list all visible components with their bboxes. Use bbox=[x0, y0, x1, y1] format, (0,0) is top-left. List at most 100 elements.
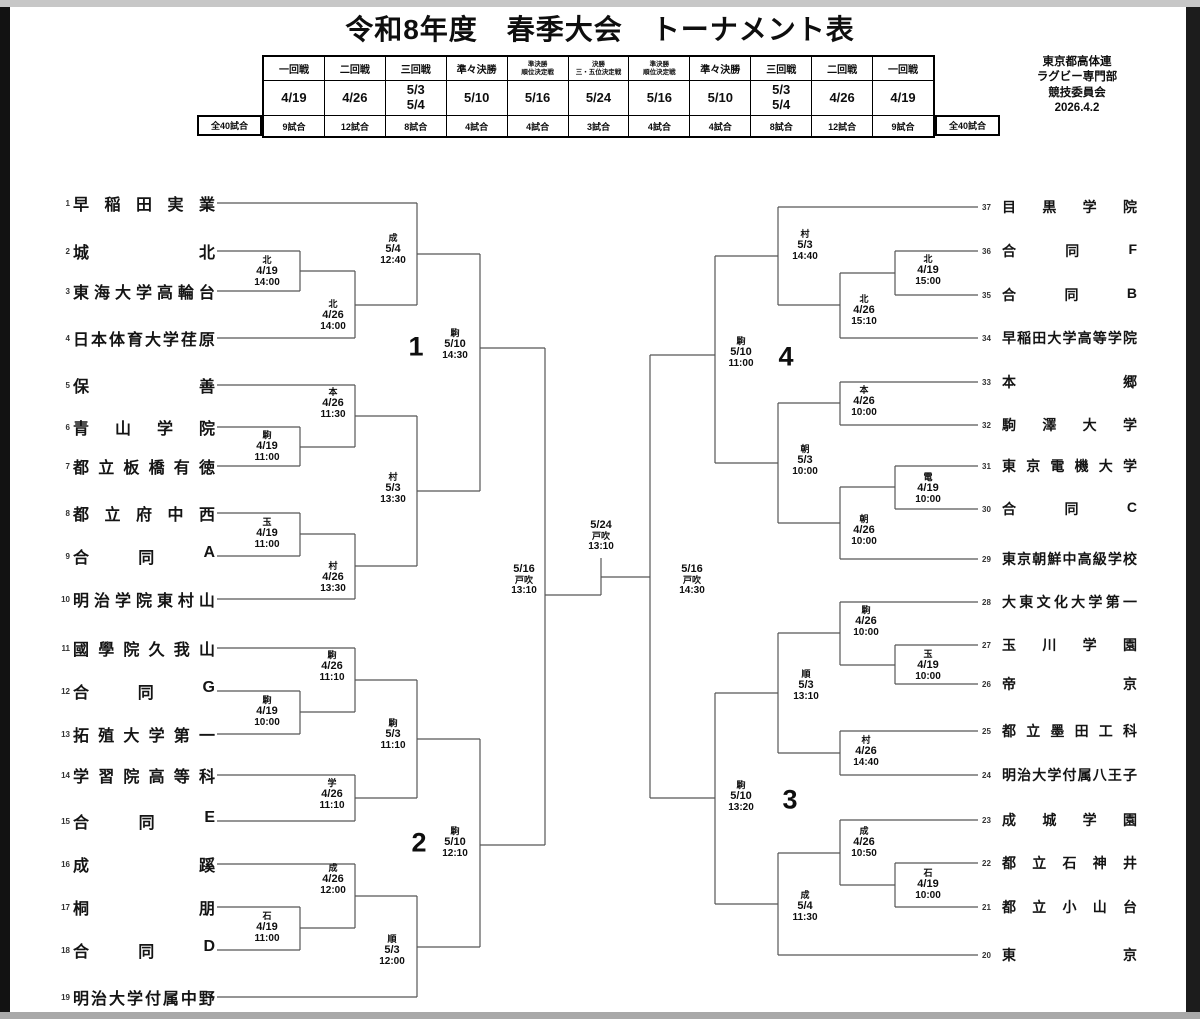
team-name: 早稲田大学高等学院 bbox=[1002, 330, 1137, 346]
match-time: 11:30 bbox=[320, 408, 346, 420]
match-time: 11:30 bbox=[792, 911, 818, 923]
match-venue: 駒 bbox=[388, 717, 398, 728]
round-sub-name: 順位決定戦 bbox=[643, 68, 676, 76]
match-date: 5/4 bbox=[797, 899, 813, 912]
date-line: 5/16 bbox=[646, 89, 673, 105]
team-name: 保善 bbox=[73, 379, 215, 396]
match-time: 10:00 bbox=[853, 626, 879, 638]
team-number: 3 bbox=[65, 286, 70, 296]
team-number: 10 bbox=[61, 594, 70, 604]
games-cell: 4試合 bbox=[689, 116, 750, 136]
match-venue: 朝 bbox=[800, 443, 810, 454]
top-edge-strip bbox=[0, 0, 1200, 7]
match-date: 4/19 bbox=[917, 658, 939, 671]
match-venue: 駒 bbox=[262, 694, 272, 705]
match-time: 12:10 bbox=[442, 847, 468, 859]
team-number: 4 bbox=[65, 333, 70, 343]
team-name: 桐朋 bbox=[73, 901, 215, 918]
match-date: 4/26 bbox=[322, 570, 344, 583]
team-number: 37 bbox=[982, 202, 991, 212]
match-date: 4/26 bbox=[853, 394, 875, 407]
match-time: 10:50 bbox=[851, 847, 877, 859]
team-name: 東京電機大学 bbox=[1002, 458, 1137, 474]
team-number: 2 bbox=[65, 246, 70, 256]
match-time: 13:30 bbox=[320, 582, 346, 594]
match-time: 13:20 bbox=[728, 801, 754, 813]
match-time: 13:10 bbox=[511, 584, 537, 596]
match-date: 4/19 bbox=[256, 526, 278, 539]
date-line: 4/26 bbox=[829, 89, 855, 105]
match-venue: 電 bbox=[923, 471, 933, 482]
games-cell: 9試合 bbox=[872, 116, 933, 136]
team-number: 27 bbox=[982, 640, 991, 650]
match-time: 10:00 bbox=[254, 716, 280, 728]
team-number: 31 bbox=[982, 461, 991, 471]
team-number: 20 bbox=[982, 950, 991, 960]
match-venue: 成 bbox=[328, 862, 338, 873]
match-time: 10:00 bbox=[851, 406, 877, 418]
match-venue: 朝 bbox=[859, 513, 869, 524]
team-row: 31 東京電機大学 bbox=[980, 456, 1137, 476]
match-time: 11:10 bbox=[319, 671, 345, 683]
match-date: 5/3 bbox=[385, 727, 401, 740]
team-name: 都立小山台 bbox=[1002, 899, 1137, 915]
match-time: 11:10 bbox=[319, 799, 345, 811]
match-date: 5/10 bbox=[444, 337, 466, 350]
page-title: 令和8年度 春季大会 トーナメント表 bbox=[345, 14, 855, 45]
date-cell: 4/19 bbox=[264, 81, 324, 115]
match-time: 11:00 bbox=[254, 538, 280, 550]
team-number: 33 bbox=[982, 377, 991, 387]
match-date: 4/26 bbox=[322, 396, 344, 409]
date-line: 5/10 bbox=[707, 89, 733, 105]
match-venue: 駒 bbox=[736, 779, 746, 790]
date-cell: 4/19 bbox=[872, 81, 933, 115]
games-cell: 4試合 bbox=[628, 116, 689, 136]
match-venue: 駒 bbox=[450, 825, 460, 836]
round-header-cell: 準決勝順位決定戦 bbox=[628, 57, 689, 80]
round-header-cell: 準々決勝 bbox=[445, 57, 507, 80]
bottom-edge-strip bbox=[0, 1012, 1200, 1019]
match-time: 10:00 bbox=[915, 889, 941, 901]
team-name: 青山学院 bbox=[73, 421, 215, 438]
team-name: 都立石神井 bbox=[1002, 855, 1137, 871]
match-date: 5/24 bbox=[590, 518, 612, 531]
match-venue: 成 bbox=[859, 825, 869, 836]
match-venue: 戸吹 bbox=[514, 574, 534, 585]
match-date: 4/26 bbox=[321, 787, 343, 800]
round-sub-name: 順位決定戦 bbox=[521, 68, 554, 76]
match-date: 5/3 bbox=[797, 453, 813, 466]
date-line: 5/3 bbox=[772, 82, 791, 98]
team-number: 32 bbox=[982, 420, 991, 430]
match-venue: 村 bbox=[800, 228, 810, 239]
team-number: 8 bbox=[65, 508, 70, 518]
total-games-right: 全40試合 bbox=[935, 115, 1000, 136]
date-cell: 5/24 bbox=[567, 81, 629, 115]
team-number: 35 bbox=[982, 290, 991, 300]
